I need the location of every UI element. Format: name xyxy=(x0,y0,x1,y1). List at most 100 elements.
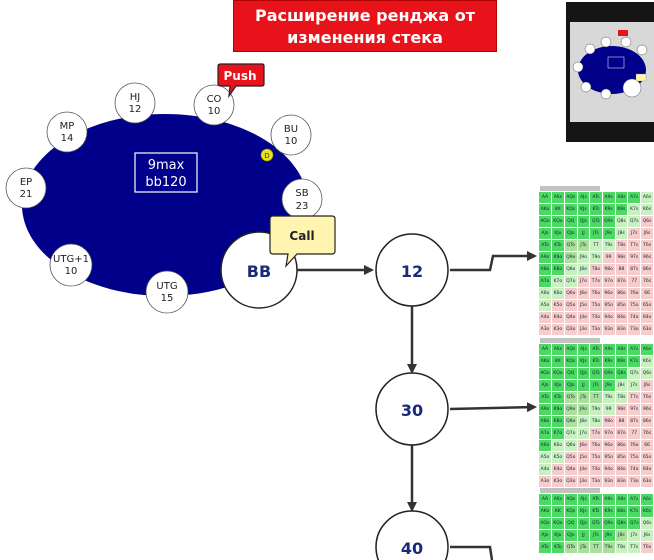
hand-cell: T4o xyxy=(589,463,603,476)
hand-cell: K3o xyxy=(550,323,565,336)
hand-cell: 99 xyxy=(601,251,616,264)
hand-cell: 66 xyxy=(640,287,654,300)
hand-cell: AKs xyxy=(550,493,565,506)
hand-cell: J5o xyxy=(576,451,591,464)
hand-cell: T8s xyxy=(614,391,629,404)
hand-cell: J6o xyxy=(576,287,591,300)
hand-cell: Q9o xyxy=(563,403,578,416)
hand-cell: 75o xyxy=(627,451,642,464)
hand-cell: 87s xyxy=(627,263,642,276)
hand-cell: AQs xyxy=(563,191,578,204)
hand-cell: 95o xyxy=(601,451,616,464)
hand-cell: Q4o xyxy=(563,311,578,324)
hand-cell: AJo xyxy=(538,227,552,240)
hand-cell: KQs xyxy=(563,355,578,368)
hand-cell: KTo xyxy=(550,239,565,252)
hand-cell: KJs xyxy=(576,355,591,368)
hand-cell: J9o xyxy=(576,251,591,264)
hand-cell: A7s xyxy=(627,343,642,356)
hand-cell: T8s xyxy=(614,541,629,554)
dealer-button-icon: D xyxy=(260,148,274,162)
hand-cell: 98o xyxy=(601,415,616,428)
hand-cell: A7o xyxy=(538,275,552,288)
hand-cell: J6s xyxy=(640,529,654,542)
hand-cell: K8s xyxy=(614,355,629,368)
hand-cell: 74o xyxy=(627,463,642,476)
hand-cell: 87s xyxy=(627,415,642,428)
hand-cell: A4o xyxy=(538,311,552,324)
seat-ep: EP 21 xyxy=(5,167,47,209)
hand-cell: A6s xyxy=(640,343,654,356)
table-thumbnail xyxy=(566,2,654,142)
hand-cell: 65o xyxy=(640,451,654,464)
hand-cell: JTs xyxy=(589,379,603,392)
hand-cell: 88 xyxy=(614,263,629,276)
hand-cell: K5o xyxy=(550,451,565,464)
hand-cell: Q7s xyxy=(627,367,642,380)
hand-cell: T8o xyxy=(589,415,603,428)
hand-cell: JJ xyxy=(576,227,591,240)
hand-cell: ATs xyxy=(589,493,603,506)
hand-cell: J7o xyxy=(576,275,591,288)
title-banner: Расширение ренджа от изменения стека xyxy=(233,0,497,52)
hand-cell: K5o xyxy=(550,299,565,312)
seat-name: UTG+1 xyxy=(53,254,89,265)
hand-cell: T6s xyxy=(640,239,654,252)
hand-cell: 99 xyxy=(601,403,616,416)
hand-cell: 74o xyxy=(627,311,642,324)
hand-cell: 97o xyxy=(601,427,616,440)
seat-stack: 14 xyxy=(61,133,74,144)
hand-cell: T8o xyxy=(589,263,603,276)
hand-cell: T5o xyxy=(589,299,603,312)
hand-cell: QJo xyxy=(563,529,578,542)
hand-cell: 83o xyxy=(614,323,629,336)
hand-cell: KQo xyxy=(550,517,565,530)
seat-name: MP xyxy=(60,121,75,132)
hand-cell: 94o xyxy=(601,311,616,324)
hand-cell: J9s xyxy=(601,529,616,542)
hand-cell: K9o xyxy=(550,251,565,264)
hand-cell: QQ xyxy=(563,367,578,380)
hand-cell: A4o xyxy=(538,463,552,476)
hand-cell: J4o xyxy=(576,311,591,324)
hand-cell: JTo xyxy=(576,391,591,404)
seat-name: HJ xyxy=(130,92,140,103)
call-label: Call xyxy=(289,229,314,243)
stack-node-label: 12 xyxy=(401,262,423,281)
seat-hj: HJ 12 xyxy=(114,82,156,124)
hand-cell: QQ xyxy=(563,517,578,530)
hand-cell: A6s xyxy=(640,191,654,204)
hand-cell: KJo xyxy=(550,379,565,392)
hand-cell: Q9s xyxy=(601,367,616,380)
hand-cell: J3o xyxy=(576,475,591,488)
hand-cell: 93o xyxy=(601,475,616,488)
hand-cell: ATs xyxy=(589,343,603,356)
seat-stack: 15 xyxy=(161,293,174,304)
table-format: 9max xyxy=(148,158,185,173)
hand-cell: AKs xyxy=(550,191,565,204)
hand-cell: 88 xyxy=(614,415,629,428)
hand-cell: KTs xyxy=(589,505,603,518)
stack-node-label: 30 xyxy=(401,401,423,420)
call-callout: Call xyxy=(269,215,336,268)
hand-cell: Q7s xyxy=(627,517,642,530)
hand-cell: A9s xyxy=(601,343,616,356)
seat-name: BU xyxy=(284,124,298,135)
hand-cell: K7s xyxy=(627,505,642,518)
hand-cell: A7s xyxy=(627,191,642,204)
hand-cell: 86s xyxy=(640,263,654,276)
hand-cell: TT xyxy=(589,239,603,252)
hand-cell: K9s xyxy=(601,203,616,216)
hand-cell: QTs xyxy=(589,367,603,380)
hand-cell: K7o xyxy=(550,427,565,440)
hand-cell: 93o xyxy=(601,323,616,336)
